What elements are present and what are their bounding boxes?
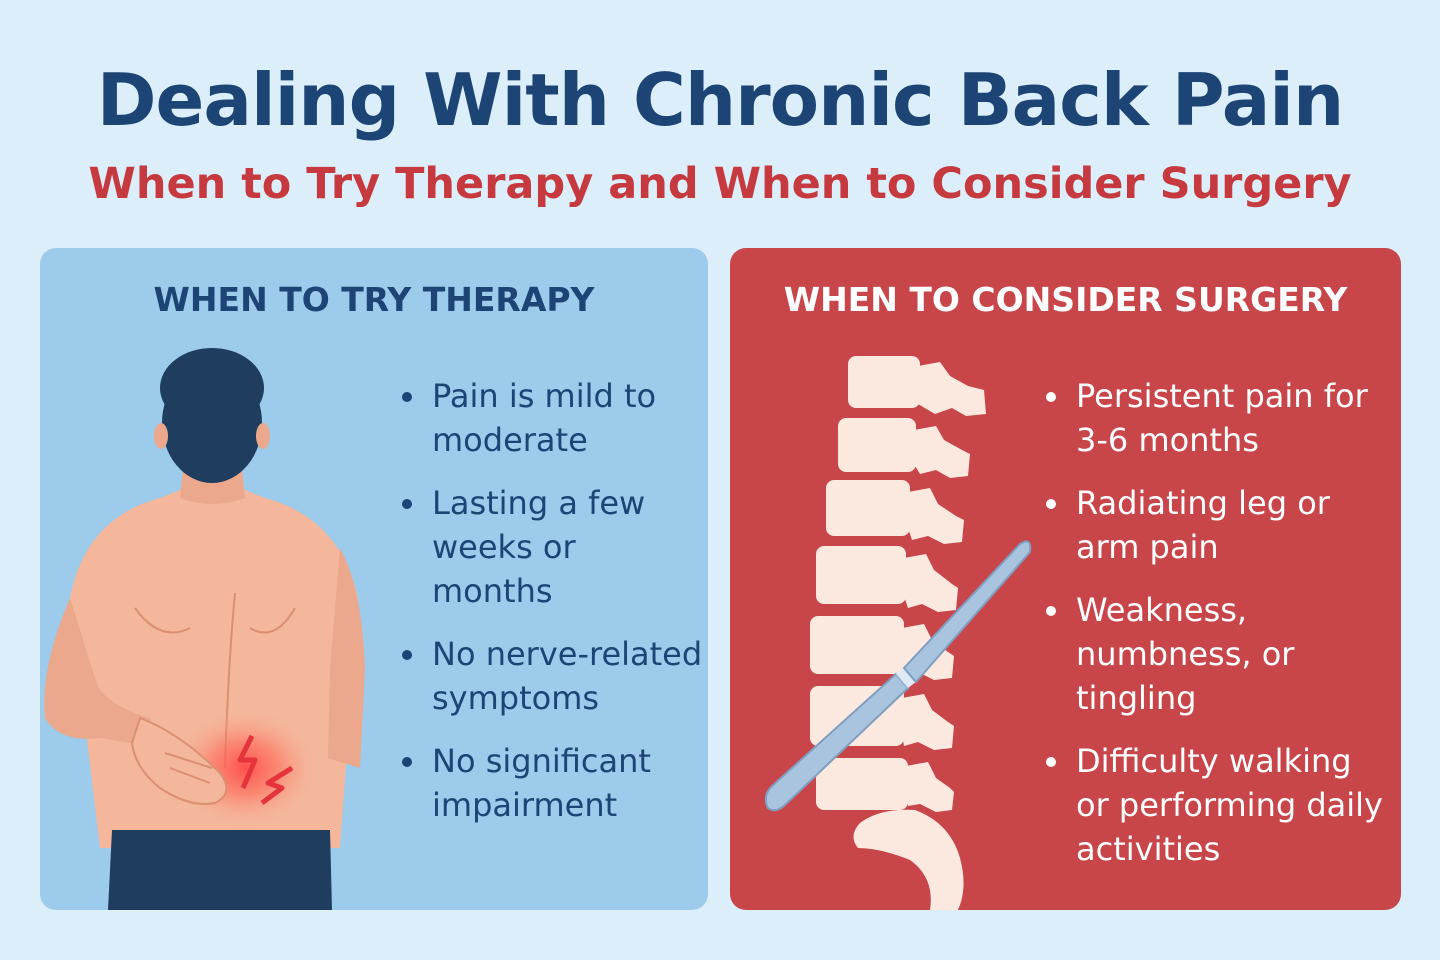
list-item: No significant impairment	[400, 739, 705, 827]
list-item: Pain is mild to moderate	[400, 374, 705, 462]
list-item: No nerve-related symptoms	[400, 632, 705, 720]
surgery-bullet-list: Persistent pain for 3-6 months Radiating…	[1044, 374, 1394, 871]
list-item: Persistent pain for 3-6 months	[1044, 374, 1394, 462]
surgery-heading: WHEN TO CONSIDER SURGERY	[783, 280, 1348, 319]
spine-scalpel-icon	[764, 356, 1032, 910]
list-item: Radiating leg or arm pain	[1044, 481, 1394, 569]
list-item: Difficulty walking or performing daily a…	[1044, 739, 1394, 871]
list-item: Lasting a few weeks or months	[400, 481, 705, 613]
page-subtitle: When to Try Therapy and When to Consider…	[88, 159, 1352, 209]
person-back-pain-icon	[44, 348, 365, 910]
surgery-panel: WHEN TO CONSIDER SURGERY	[730, 248, 1401, 910]
therapy-bullet-list: Pain is mild to moderate Lasting a few w…	[400, 374, 705, 827]
therapy-panel: WHEN TO TRY THERAPY	[40, 248, 708, 910]
page-title: Dealing With Chronic Back Pain	[96, 58, 1344, 142]
list-item: Weakness, numbness, or tingling	[1044, 588, 1394, 720]
therapy-heading: WHEN TO TRY THERAPY	[153, 280, 595, 319]
